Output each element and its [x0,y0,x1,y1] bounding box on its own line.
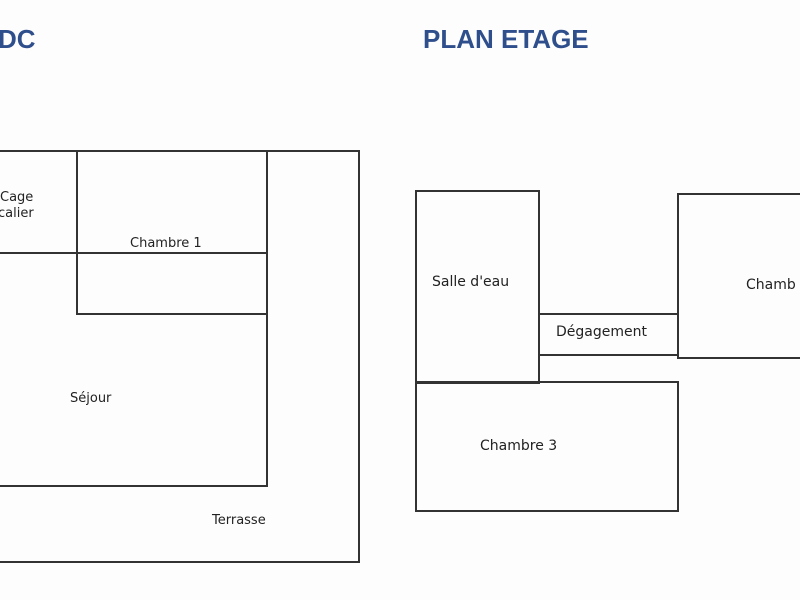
chambre-2-label: Chamb [746,277,796,293]
terrasse-label: Terrasse [212,513,266,528]
chambre-1-label: Chambre 1 [130,236,202,251]
chambre-2-room [677,193,800,359]
chambre-3-room [415,381,679,512]
plan-rdc-title: DC [0,24,36,54]
sejour-label: Séjour [70,391,112,406]
degagement-label: Dégagement [556,324,647,340]
chambre-1-room [76,150,268,315]
salle-eau-room [415,190,540,384]
sejour-room [0,252,268,487]
plan-etage-title: PLAN ETAGE [423,24,589,54]
cage-label-line1: Cage [0,190,34,205]
chambre-3-label: Chambre 3 [480,438,558,454]
salle-eau-label: Salle d'eau [432,274,510,290]
cage-label-line2: calier [0,206,34,221]
